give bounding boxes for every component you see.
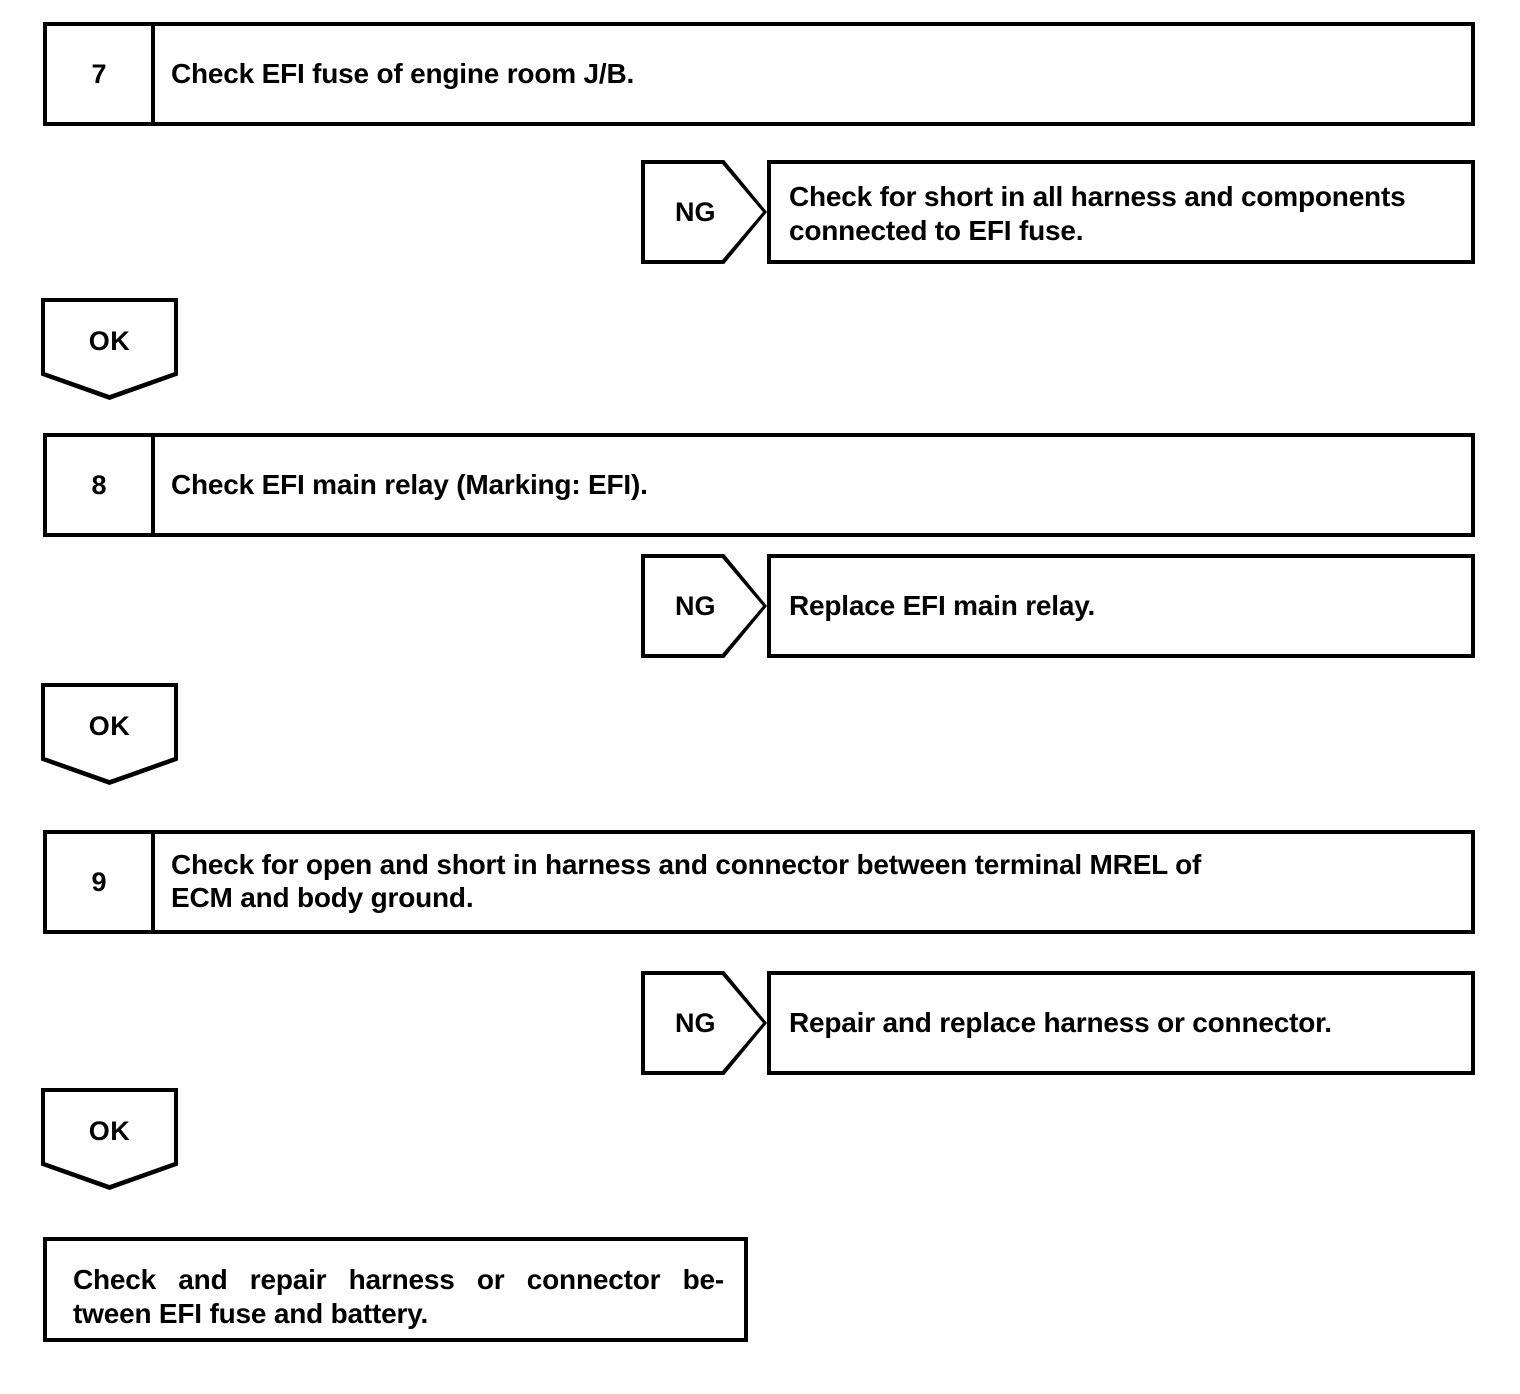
- step-text-9-line2: ECM and body ground.: [171, 882, 474, 914]
- ok-arrow-3-label: OK: [88, 1116, 131, 1146]
- ng-arrow-2-label: NG: [675, 590, 716, 621]
- ng-arrow-1: NG: [641, 160, 767, 264]
- step-text-8: Check EFI main relay (Marking: EFI).: [171, 469, 648, 501]
- final-result-line2: tween EFI fuse and battery.: [73, 1298, 429, 1330]
- ok-arrow-2: OK: [41, 683, 178, 785]
- step-box-9: 9 Check for open and short in harness an…: [43, 830, 1475, 934]
- ok-arrow-2-label: OK: [88, 711, 131, 741]
- step-text-9-line1: Check for open and short in harness and …: [171, 849, 1202, 880]
- final-result-box: Check and repair harness or connector be…: [43, 1237, 748, 1342]
- ok-arrow-1-fill: [45, 302, 174, 395]
- step-number-8: 8: [47, 437, 155, 533]
- ng-result-1-line2: connected to EFI fuse.: [789, 214, 1084, 246]
- ok-arrow-2-fill: [45, 687, 174, 780]
- ng-arrow-1-label: NG: [675, 196, 716, 227]
- step-number-9: 9: [47, 834, 155, 930]
- step-box-8: 8 Check EFI main relay (Marking: EFI).: [43, 433, 1475, 537]
- step-box-7: 7 Check EFI fuse of engine room J/B.: [43, 22, 1475, 126]
- step-number-7: 7: [47, 26, 155, 122]
- step-text-9: Check for open and short in harness and …: [155, 834, 1471, 930]
- ng-result-2-text: Replace EFI main relay.: [789, 590, 1096, 622]
- ng-result-3-text: Repair and replace harness or connector.: [789, 1007, 1332, 1039]
- ng-result-box-1: Check for short in all harness and compo…: [767, 160, 1475, 264]
- step-text-7: Check EFI fuse of engine room J/B.: [171, 58, 635, 90]
- ng-arrow-3-label: NG: [675, 1007, 716, 1038]
- final-result-line1: Check and repair harness or connector be…: [73, 1264, 724, 1295]
- ok-arrow-1: OK: [41, 298, 178, 400]
- ng-result-box-2: Replace EFI main relay.: [767, 554, 1475, 658]
- ng-result-box-3: Repair and replace harness or connector.: [767, 971, 1475, 1075]
- ok-arrow-3: OK: [41, 1088, 178, 1190]
- ng-arrow-3: NG: [641, 971, 767, 1075]
- ok-arrow-1-label: OK: [88, 326, 131, 356]
- ok-arrow-3-fill: [45, 1092, 174, 1185]
- ng-arrow-2: NG: [641, 554, 767, 658]
- ng-result-1-line1: Check for short in all harness and compo…: [789, 181, 1406, 212]
